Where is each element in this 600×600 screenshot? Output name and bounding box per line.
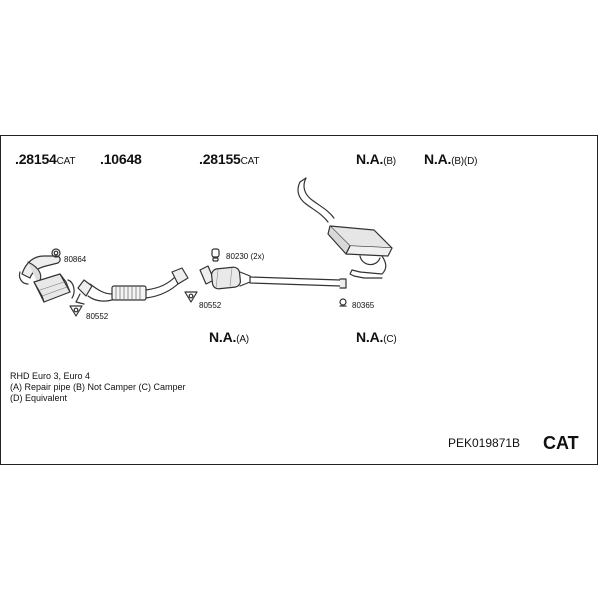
gasket-80552-left-drawing bbox=[69, 305, 83, 317]
catalyst-front-drawing bbox=[18, 255, 75, 303]
part-number-80552-left: 80552 bbox=[86, 312, 109, 321]
gasket-80552-mid-drawing bbox=[184, 291, 198, 303]
part-number-80230: 80230 (2x) bbox=[226, 252, 265, 261]
part-number-80864: 80864 bbox=[64, 255, 87, 264]
cat-badge: CAT bbox=[543, 433, 579, 453]
diagram-frame bbox=[0, 135, 598, 465]
front-pipe-drawing bbox=[75, 267, 189, 305]
part-label-na-a: N.A.(A) bbox=[209, 329, 249, 345]
part-label-10648: .10648 bbox=[100, 151, 142, 167]
catalyst-rear-drawing bbox=[199, 265, 347, 290]
part-number-80365: 80365 bbox=[352, 301, 375, 310]
rear-silencer-drawing bbox=[297, 177, 393, 279]
notes-block: RHD Euro 3, Euro 4 (A) Repair pipe (B) N… bbox=[10, 371, 186, 404]
part-label-na-bd: N.A.(B)(D) bbox=[424, 151, 478, 167]
note-line-1: RHD Euro 3, Euro 4 bbox=[10, 371, 91, 381]
part-label-na-b: N.A.(B) bbox=[356, 151, 396, 167]
part-label-28154: .28154CAT bbox=[15, 151, 76, 167]
kit-code: PEK019871B bbox=[448, 436, 521, 450]
clamp-80365-drawing bbox=[339, 298, 347, 306]
note-line-2: (A) Repair pipe (B) Not Camper (C) Campe… bbox=[10, 382, 186, 392]
bolt-80230-drawing bbox=[211, 248, 220, 258]
gasket-80864-drawing bbox=[51, 248, 61, 258]
part-label-28155: .28155CAT bbox=[199, 151, 260, 167]
note-line-3: (D) Equivalent bbox=[10, 393, 68, 403]
part-label-na-c: N.A.(C) bbox=[356, 329, 397, 345]
part-number-80552-mid: 80552 bbox=[199, 301, 222, 310]
